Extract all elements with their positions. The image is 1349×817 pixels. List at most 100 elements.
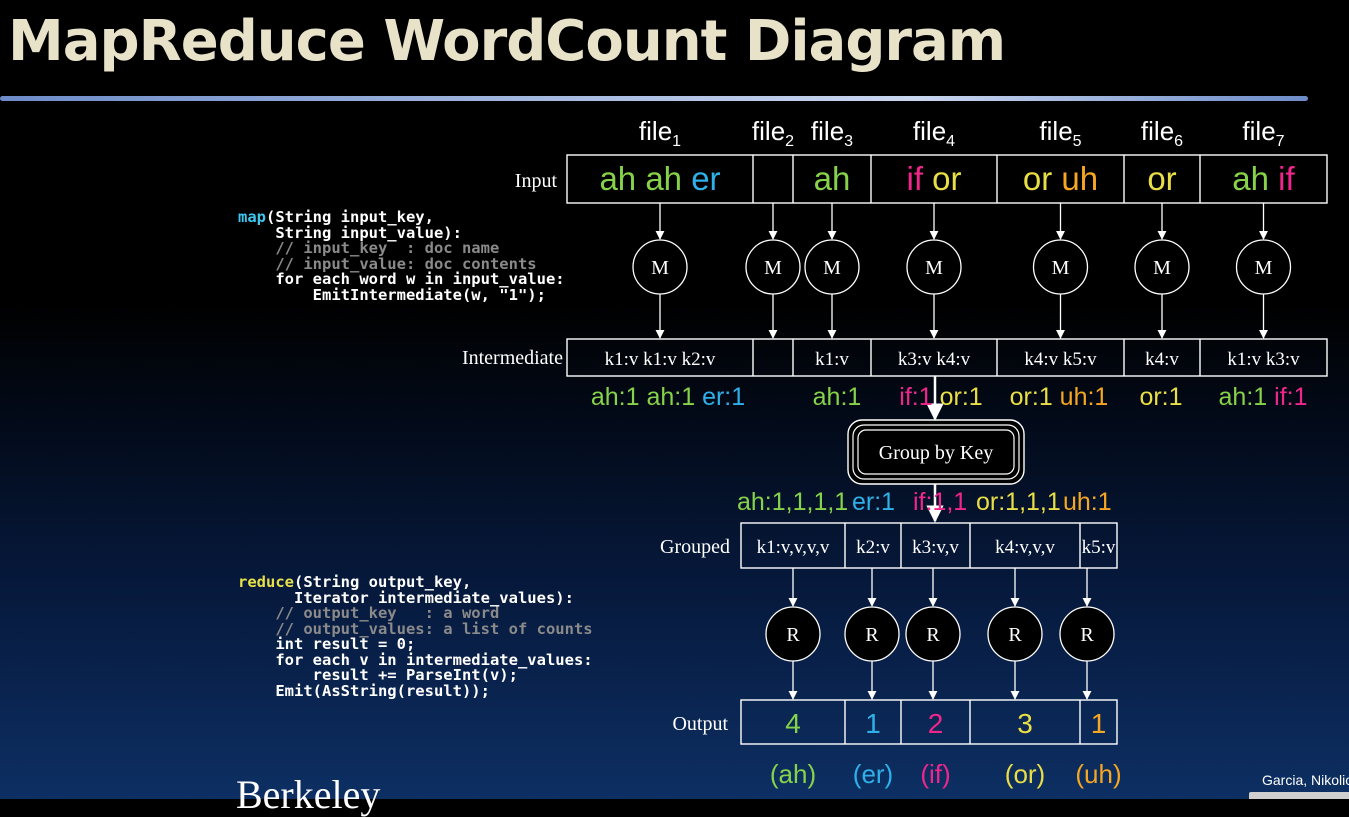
file-subscript: 6 [1174,133,1183,150]
grouped-values: if:1,1 [913,488,967,516]
code-token: // input_key : doc name [238,239,500,257]
intermediate-cell-text: k4:v [1145,349,1179,370]
word-token: er:1 [695,383,745,411]
map-node-label: M [764,257,782,279]
code-token: // input_value: doc contents [238,254,537,273]
file-subscript: 4 [946,133,955,150]
reduce-node-label: R [1080,624,1094,646]
word-token: ah [599,160,636,197]
word-token: er [682,160,721,197]
file-label: file3 [811,116,853,150]
reduce-node-label: R [926,624,940,646]
output-word: (if) [920,759,950,789]
group-box-inner [857,429,1015,475]
footer-author: Garcia, Nikolic [1262,772,1349,788]
word-token: ah:1 [813,383,862,411]
map-node-label: M [1052,257,1070,279]
input-cell-text: or uh [1023,160,1098,197]
map-node-label: M [651,257,669,279]
word-token: or:1 [1139,383,1182,411]
word-token: uh [1052,160,1098,197]
file-label: file7 [1242,116,1284,150]
emitted-pairs: or:1 [1139,383,1182,411]
word-token: or [923,160,962,197]
footer-logo-strip [1249,792,1349,799]
input-cell-text: or [1147,160,1176,197]
row-label-intermediate: Intermediate [462,347,563,369]
input-cell-text: ah ah er [599,160,720,197]
word-token: ah:1 [1219,383,1268,411]
code-token: reduce [238,573,294,591]
emitted-pairs: if:1 or:1 [899,383,982,411]
word-token: ah [636,160,682,197]
grouped-cell-text: k1:v,v,v,v [757,537,830,558]
grouped-cell-text: k2:v [856,537,890,558]
code-token: Iterator intermediate_values): [238,588,574,607]
file-subscript: 3 [844,133,853,150]
input-cell-text: if or [906,160,961,197]
grouped-cell-text: k5:v [1082,537,1116,558]
word-token: if [906,160,923,197]
output-word: (uh) [1075,759,1121,789]
footer-berkeley: Berkeley [236,772,381,817]
file-name: file [752,116,785,146]
row-label-output: Output [672,713,728,735]
word-token: or [1023,160,1052,197]
code-token: // output_values: a list of counts [238,619,593,638]
code-token: (String output_key, [294,573,472,591]
reduce-node-label: R [786,624,800,646]
output-count: 2 [928,708,944,739]
group-box-label: Group by Key [879,442,993,464]
output-count: 1 [865,708,881,739]
file-name: file [1039,116,1072,146]
code-token: // output_key : a word [238,604,500,622]
code-token: (String input_key, [266,208,434,226]
output-count: 3 [1017,708,1033,739]
group-box-middle [852,424,1020,480]
map-node-label: M [1255,257,1273,279]
slide-title: MapReduce WordCount Diagram [8,9,1006,74]
file-label: file2 [752,116,794,150]
reduce-node-label: R [865,624,879,646]
file-subscript: 2 [785,133,794,150]
input-row [566,154,1328,204]
reduce-node [987,606,1043,662]
file-label: file5 [1039,116,1081,150]
output-word: (or) [1005,759,1045,789]
code-token: int result = 0; [238,635,416,653]
input-cell-text: ah if [1232,160,1295,197]
reduce-function-code: reduce(String output_key, Iterator inter… [238,573,593,700]
grouped-values: er:1 [852,488,895,516]
code-token: map [238,208,266,226]
reduce-node [765,606,821,662]
map-node-label: M [823,257,841,279]
intermediate-cell-text: k3:v k4:v [898,349,971,370]
grouped-values: or:1,1,1 [976,488,1061,516]
emitted-pairs: ah:1 ah:1 er:1 [591,383,745,411]
code-token: Emit(AsString(result)); [238,681,490,700]
file-name: file [811,116,844,146]
map-node [632,239,688,295]
map-node [745,239,801,295]
map-node [906,239,962,295]
code-token: result += ParseInt(v); [238,666,518,684]
reduce-node [1059,606,1115,662]
code-token: for each v in intermediate_values: [238,650,593,669]
file-name: file [1141,116,1174,146]
map-node [804,239,860,295]
intermediate-cell-text: k1:v k1:v k2:v [605,349,716,370]
code-token: EmitIntermediate(w, "1"); [238,285,546,304]
file-label: file4 [913,116,955,150]
reduce-node [905,606,961,662]
word-token: ah:1 [591,383,640,411]
grouped-values: ah:1,1,1,1 [737,488,848,516]
reduce-node [844,606,900,662]
map-node-label: M [925,257,943,279]
title-divider [0,96,1308,101]
intermediate-cell-text: k1:v k3:v [1227,349,1300,370]
file-name: file [639,116,672,146]
grouped-values: uh:1 [1063,488,1112,516]
emitted-pairs: or:1 uh:1 [1010,383,1109,411]
word-token: ah [814,160,851,197]
word-token: if [1269,160,1296,197]
